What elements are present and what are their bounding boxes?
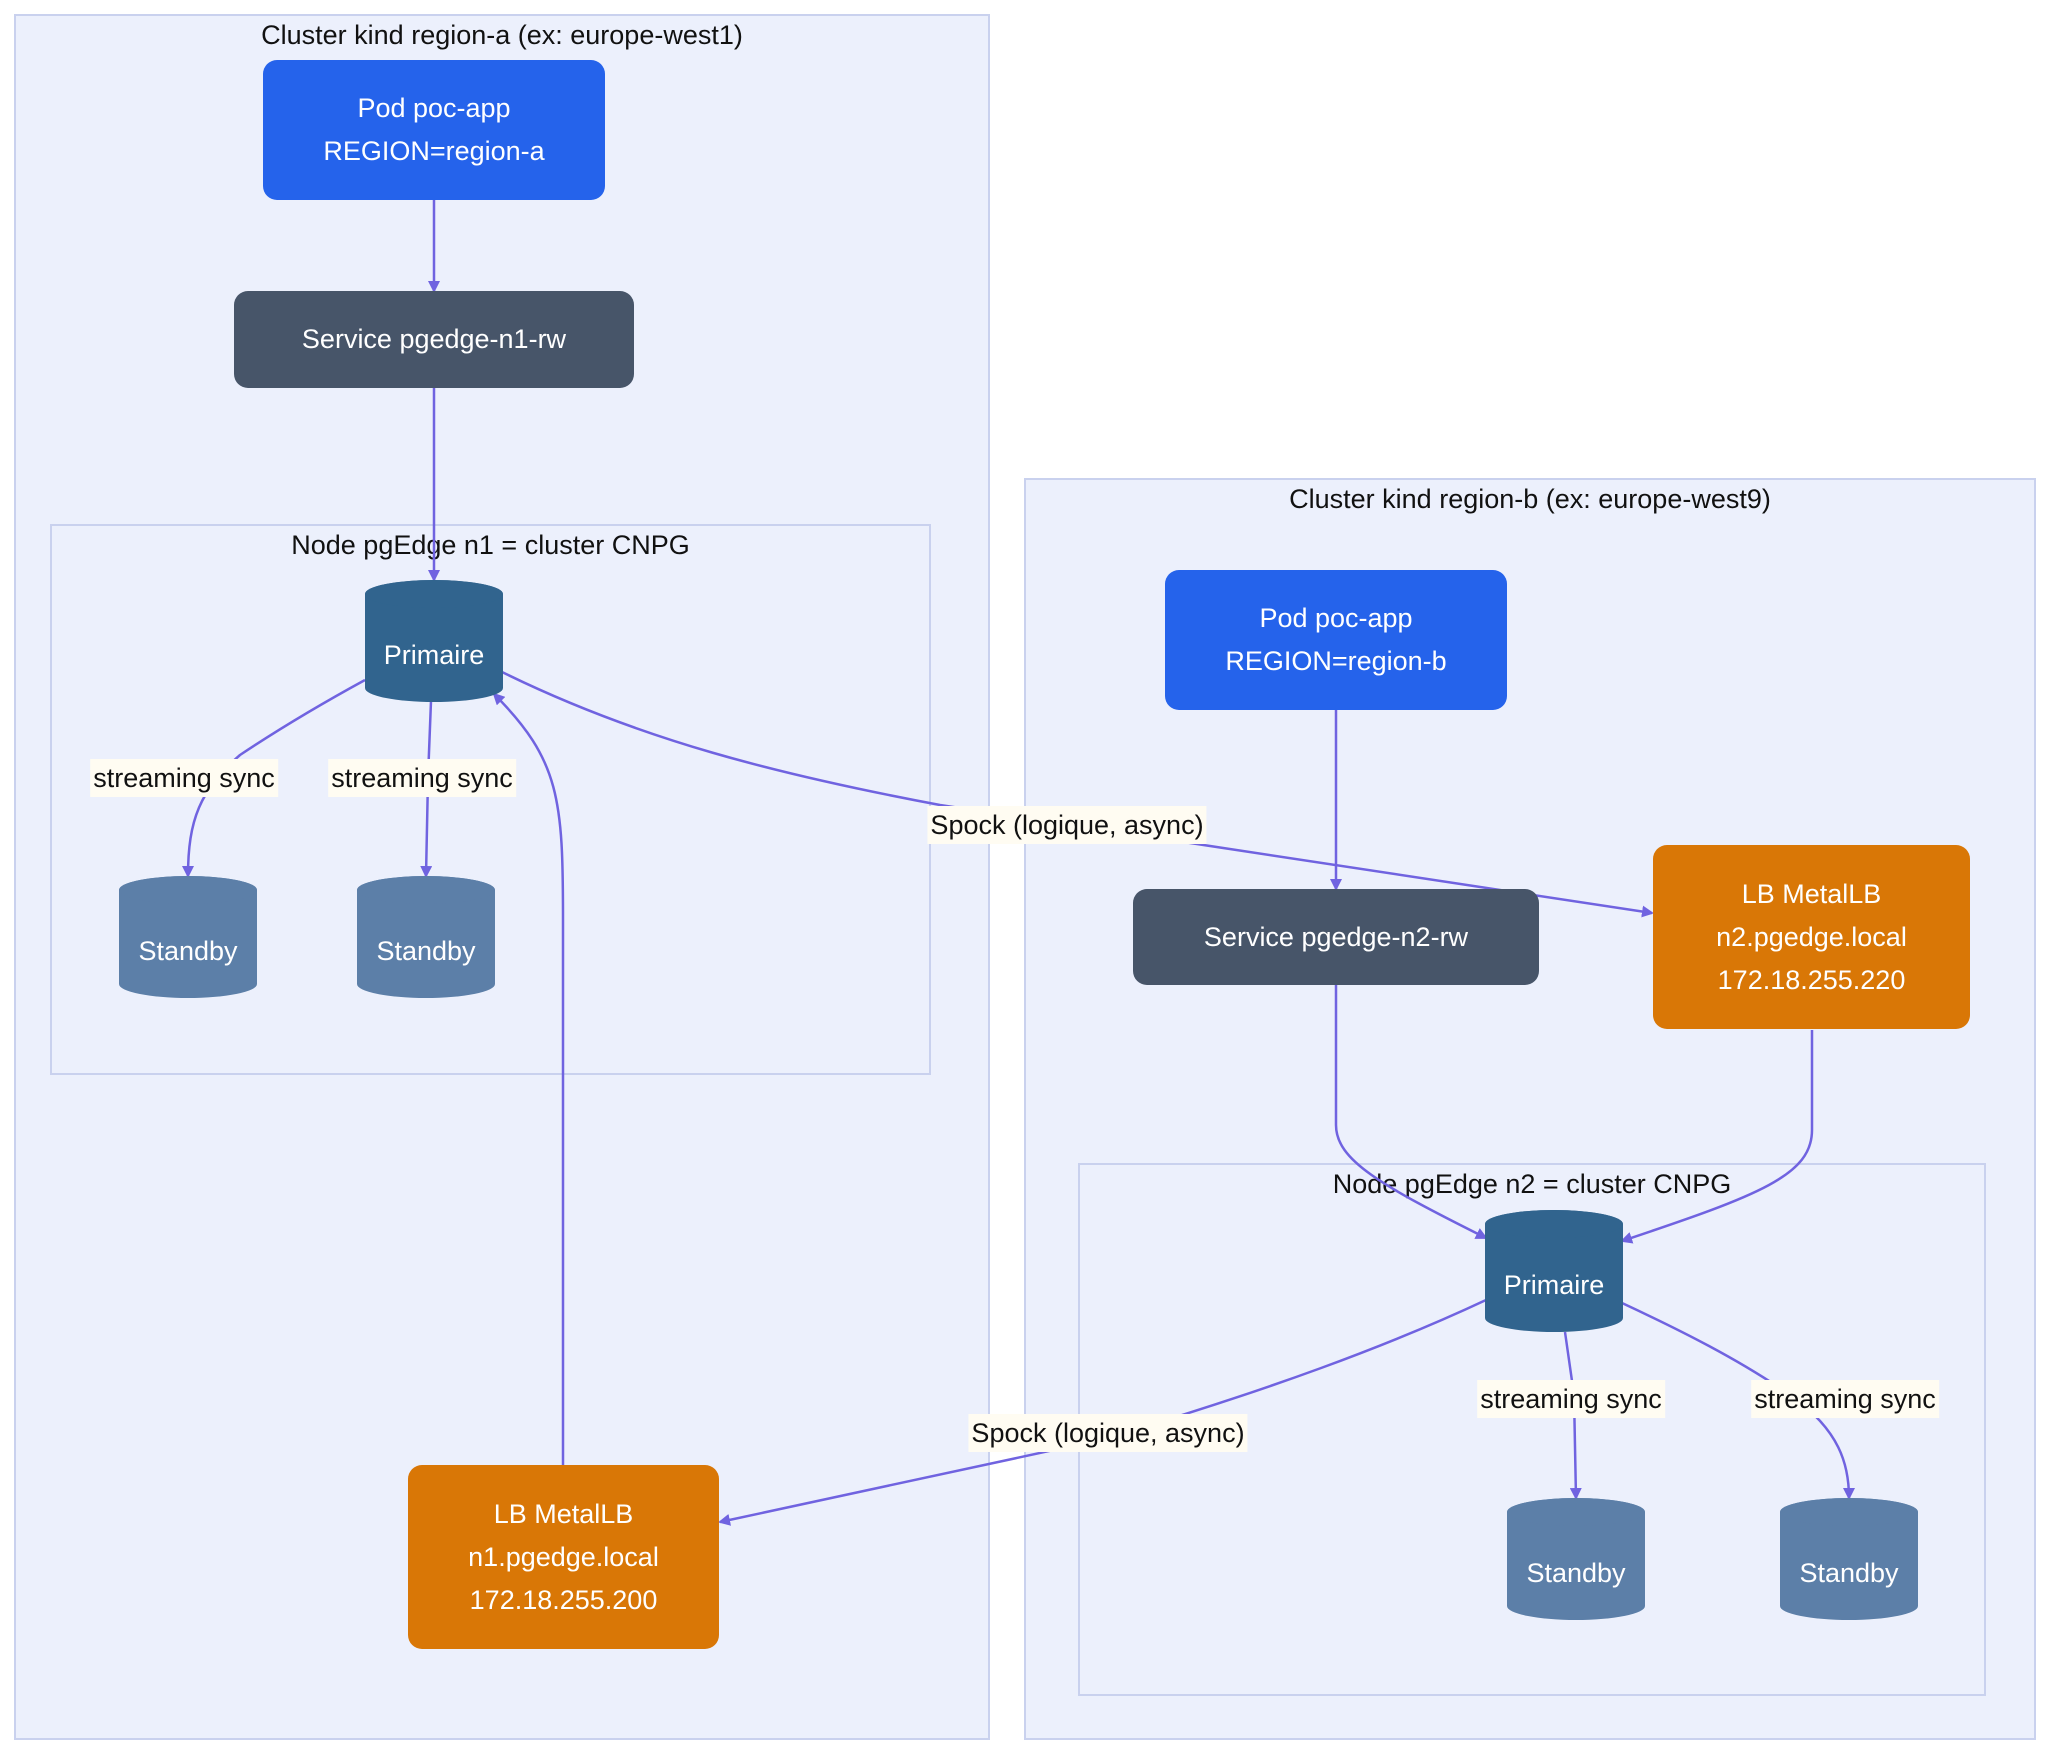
lb-a-hostname: n1.pgedge.local: [468, 1541, 659, 1572]
cluster-pgedge-n1-label: Node pgEdge n1 = cluster CNPG: [291, 530, 690, 560]
database-icon: [119, 876, 257, 998]
edge-label-streaming-sync-b2: streaming sync: [1751, 1380, 1939, 1418]
primary-b-label: Primaire: [1503, 1270, 1605, 1300]
standby-db-n2-1: Standby: [1507, 1498, 1645, 1620]
standby-db-n1-1: Standby: [119, 876, 257, 998]
pod-b-region: REGION=region-b: [1225, 646, 1447, 676]
edge-lb-a-to-primary-a: [492, 692, 565, 1465]
lb-metallb-n1: LB MetalLB n1.pgedge.local 172.18.255.20…: [408, 1465, 719, 1649]
standby-a2-label: Standby: [376, 936, 476, 966]
lb-b-ip: 172.18.255.220: [1717, 964, 1906, 995]
database-icon: [1485, 1210, 1623, 1332]
cluster-region-a-label: Cluster kind region-a (ex: europe-west1): [261, 20, 743, 50]
cluster-pgedge-n2-label: Node pgEdge n2 = cluster CNPG: [1332, 1169, 1732, 1199]
pod-a-name: Pod poc-app: [357, 93, 511, 123]
primary-a-label: Primaire: [383, 640, 485, 670]
database-icon: [1780, 1498, 1918, 1620]
service-a-label: Service pgedge-n1-rw: [301, 324, 567, 354]
pod-a-region: REGION=region-a: [323, 136, 545, 166]
standby-db-n1-2: Standby: [357, 876, 495, 998]
database-icon: [365, 580, 503, 702]
cluster-region-b-label: Cluster kind region-b (ex: europe-west9): [1289, 484, 1771, 514]
standby-db-n2-2: Standby: [1780, 1498, 1918, 1620]
edge-label-spock-a-to-b: Spock (logique, async): [927, 806, 1207, 844]
edge-primary-a-to-standby-a1: [182, 678, 366, 878]
edge-label-spock-b-to-a: Spock (logique, async): [968, 1414, 1248, 1452]
standby-a1-label: Standby: [138, 936, 238, 966]
edge-label-streaming-sync-b1: streaming sync: [1477, 1380, 1665, 1418]
service-pgedge-n1-rw: Service pgedge-n1-rw: [234, 291, 634, 388]
lb-a-ip: 172.18.255.200: [469, 1584, 658, 1615]
lb-a-title: LB MetalLB: [493, 1498, 634, 1529]
edge-lb-b-to-primary-b: [1620, 1030, 1814, 1244]
lb-b-title: LB MetalLB: [1741, 878, 1882, 909]
primary-db-n1: Primaire: [365, 580, 503, 702]
pod-poc-app-region-b: Pod poc-app REGION=region-b: [1165, 570, 1507, 710]
edge-label-streaming-sync-a2: streaming sync: [328, 759, 516, 797]
standby-b2-label: Standby: [1799, 1558, 1899, 1588]
edge-service-b-to-primary-b: [1334, 985, 1488, 1240]
database-icon: [357, 876, 495, 998]
cluster-pgedge-n1: Node pgEdge n1 = cluster CNPG: [50, 524, 931, 1075]
standby-b1-label: Standby: [1526, 1558, 1626, 1588]
lb-b-hostname: n2.pgedge.local: [1716, 921, 1907, 952]
edge-label-streaming-sync-a1: streaming sync: [90, 759, 278, 797]
lb-metallb-n2: LB MetalLB n2.pgedge.local 172.18.255.22…: [1653, 845, 1970, 1029]
edge-primary-b-to-lb-a: [718, 1298, 1487, 1526]
pod-poc-app-region-a: Pod poc-app REGION=region-a: [263, 60, 605, 200]
edge-primary-a-to-lb-b: [501, 670, 1654, 918]
service-b-label: Service pgedge-n2-rw: [1203, 921, 1469, 952]
pod-b-name: Pod poc-app: [1259, 603, 1413, 633]
service-pgedge-n2-rw: Service pgedge-n2-rw: [1133, 889, 1539, 985]
primary-db-n2: Primaire: [1485, 1210, 1623, 1332]
database-icon: [1507, 1498, 1645, 1620]
